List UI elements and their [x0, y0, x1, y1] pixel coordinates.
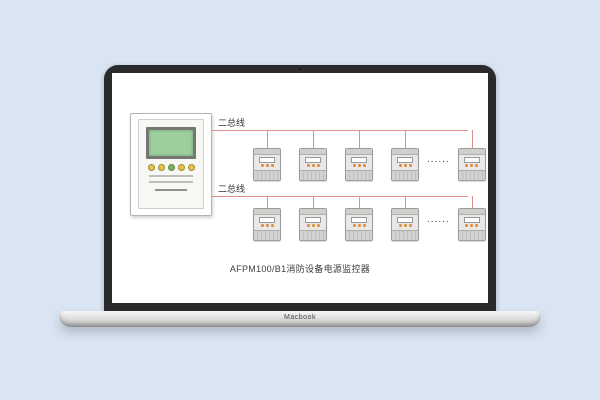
module-terminal-block [346, 170, 372, 180]
module-indicator-lights [346, 164, 372, 167]
module-display [259, 157, 275, 163]
cabinet-model-label [155, 189, 187, 191]
diagram-caption: AFPM100/B1消防设备电源监控器 [229, 264, 371, 274]
module-terminal-block [458, 230, 485, 240]
module-indicator-lights [346, 224, 372, 227]
module-terminal-block [254, 170, 280, 180]
module-top-strip [392, 149, 418, 155]
indicator-light-icon [167, 164, 175, 171]
module-terminal-block [300, 230, 326, 240]
module-top-strip [458, 209, 485, 215]
bus-label-1: 二总线 [218, 118, 246, 128]
module-display [463, 217, 480, 223]
module-top-strip [392, 209, 418, 215]
module-indicator-lights [392, 164, 418, 167]
monitor-module [299, 130, 327, 181]
module-display [259, 217, 275, 223]
ellipsis-more-modules: ...... [427, 154, 450, 165]
monitor-module [345, 196, 373, 241]
module-display [397, 157, 413, 163]
macbook-brand-label: Macbook [284, 314, 316, 321]
laptop-screen-content: 二总线 二总线 ...... ...... AFPM100/B1消防设备电源监控… [112, 73, 488, 303]
module-display [305, 217, 321, 223]
cabinet-front-panel [138, 119, 204, 209]
monitor-module [391, 130, 419, 181]
module-indicator-lights [254, 164, 280, 167]
laptop-base: Macbook [59, 311, 541, 327]
module-indicator-lights [392, 224, 418, 227]
bus-line-1 [212, 130, 468, 131]
cabinet-lcd-screen [146, 127, 196, 159]
module-top-strip [300, 209, 326, 215]
ellipsis-more-modules: ...... [427, 214, 450, 225]
controller-cabinet [130, 113, 212, 216]
module-display [463, 157, 480, 163]
module-top-strip [300, 149, 326, 155]
module-indicator-lights [300, 224, 326, 227]
monitor-module [391, 196, 419, 241]
bus-label-2: 二总线 [218, 184, 246, 194]
module-display [397, 217, 413, 223]
webcam-icon [299, 68, 301, 70]
module-indicator-lights [254, 224, 280, 227]
module-terminal-block [458, 170, 485, 180]
module-display [351, 217, 367, 223]
module-display [305, 157, 321, 163]
monitor-module [253, 196, 281, 241]
module-terminal-block [392, 170, 418, 180]
module-terminal-block [346, 230, 372, 240]
module-terminal-block [254, 230, 280, 240]
module-terminal-block [392, 230, 418, 240]
bus-line-2 [212, 196, 468, 197]
indicator-light-icon [157, 164, 165, 171]
module-indicator-lights [300, 164, 326, 167]
cabinet-text-line [149, 175, 193, 177]
monitor-module [457, 130, 486, 181]
module-terminal-block [300, 170, 326, 180]
module-indicator-lights [459, 164, 485, 167]
cabinet-indicator-lights [139, 164, 203, 171]
monitor-module [299, 196, 327, 241]
indicator-light-icon [187, 164, 195, 171]
module-top-strip [346, 209, 372, 215]
module-row-top: ...... [253, 130, 486, 181]
module-indicator-lights [459, 224, 485, 227]
module-top-strip [254, 209, 280, 215]
indicator-light-icon [177, 164, 185, 171]
module-top-strip [458, 149, 485, 155]
laptop-screen-bezel: 二总线 二总线 ...... ...... AFPM100/B1消防设备电源监控… [104, 65, 496, 311]
indicator-light-icon [147, 164, 155, 171]
module-row-bottom: ...... [253, 196, 486, 241]
monitor-module [345, 130, 373, 181]
module-display [351, 157, 367, 163]
monitor-module [253, 130, 281, 181]
cabinet-text-line [149, 181, 193, 183]
module-top-strip [346, 149, 372, 155]
module-top-strip [254, 149, 280, 155]
monitor-module [457, 196, 486, 241]
